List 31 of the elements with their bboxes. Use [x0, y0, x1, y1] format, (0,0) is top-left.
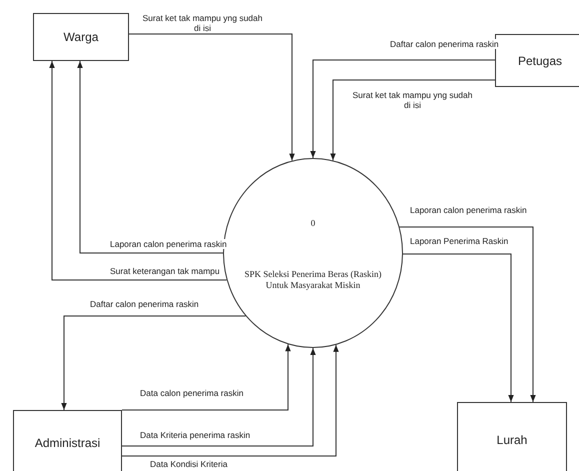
process-name: SPK Seleksi Penerima Beras (Raskin) Untuk Masyarakat Miskin — [244, 268, 382, 290]
edge-label: Laporan calon penerima raskin — [110, 239, 227, 250]
entity-box — [33, 13, 129, 61]
arrow — [61, 316, 246, 410]
arrow — [122, 348, 316, 446]
arrow — [330, 80, 496, 161]
edge-label: Daftar calon penerima raskin — [90, 299, 199, 310]
arrow — [122, 344, 339, 456]
process-number: 0 — [310, 218, 316, 229]
edge-label: Surat ket tak mampu yng sudah di isi — [140, 13, 265, 34]
edge-label: Surat keterangan tak mampu — [110, 266, 220, 276]
arrow — [49, 60, 228, 280]
entity-name: Lurah — [496, 432, 528, 446]
edge-label: Daftar calon penerima raskin — [390, 39, 499, 50]
arrow — [128, 34, 295, 162]
edge-label: Data Kriteria penerima raskin — [140, 430, 250, 440]
arrow — [402, 254, 514, 402]
edge-label: Data Kondisi Kriteria — [150, 459, 228, 470]
arrow — [77, 60, 224, 254]
edge-label: Laporan calon penerima raskin — [410, 205, 527, 216]
edge-label: Data calon penerima raskin — [140, 388, 244, 398]
entity-box — [457, 402, 567, 471]
entity-name: Warga — [64, 30, 98, 44]
edge-label: Surat ket tak mampu yng sudah di isi — [350, 90, 475, 110]
entity-name: Administrasi — [34, 436, 100, 450]
entity-name: Petugas — [518, 54, 562, 68]
entity-box — [13, 410, 122, 471]
edge-label: Laporan Penerima Raskin — [410, 236, 508, 246]
arrow — [310, 60, 496, 158]
arrow — [122, 344, 291, 410]
arrow — [399, 226, 536, 402]
